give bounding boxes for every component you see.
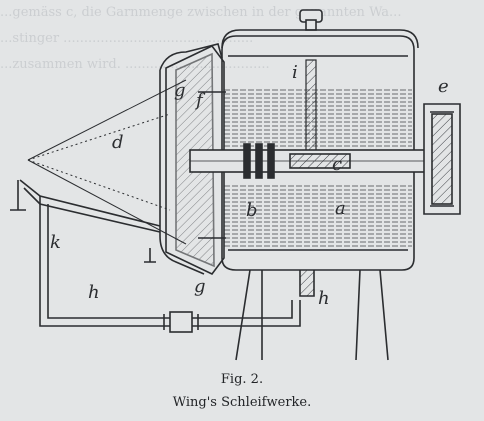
tank-housing xyxy=(221,35,415,271)
label-h-right: h xyxy=(318,288,330,309)
label-e: e xyxy=(438,76,449,97)
label-d: d xyxy=(112,132,124,153)
figure-title: Wing's Schleifwerke. xyxy=(172,395,312,410)
label-b: b xyxy=(246,200,258,221)
figure-number: Fig. 2. xyxy=(220,372,264,387)
axle-and-pulley xyxy=(189,103,461,215)
trough-and-pipe-h xyxy=(10,179,301,333)
machine-drawing: a b c d e f g g h h i k xyxy=(10,9,461,361)
label-i: i xyxy=(292,62,298,83)
label-g-top: g xyxy=(174,80,186,101)
tank-lid xyxy=(221,9,419,49)
support-legs xyxy=(235,269,389,361)
hood-guard xyxy=(159,43,223,275)
label-k: k xyxy=(50,232,61,253)
vertical-shaft-i xyxy=(305,59,317,165)
label-h-left: h xyxy=(88,282,100,303)
label-g-bottom: g xyxy=(194,276,206,297)
label-a: a xyxy=(335,198,346,219)
label-c: c xyxy=(332,154,342,175)
